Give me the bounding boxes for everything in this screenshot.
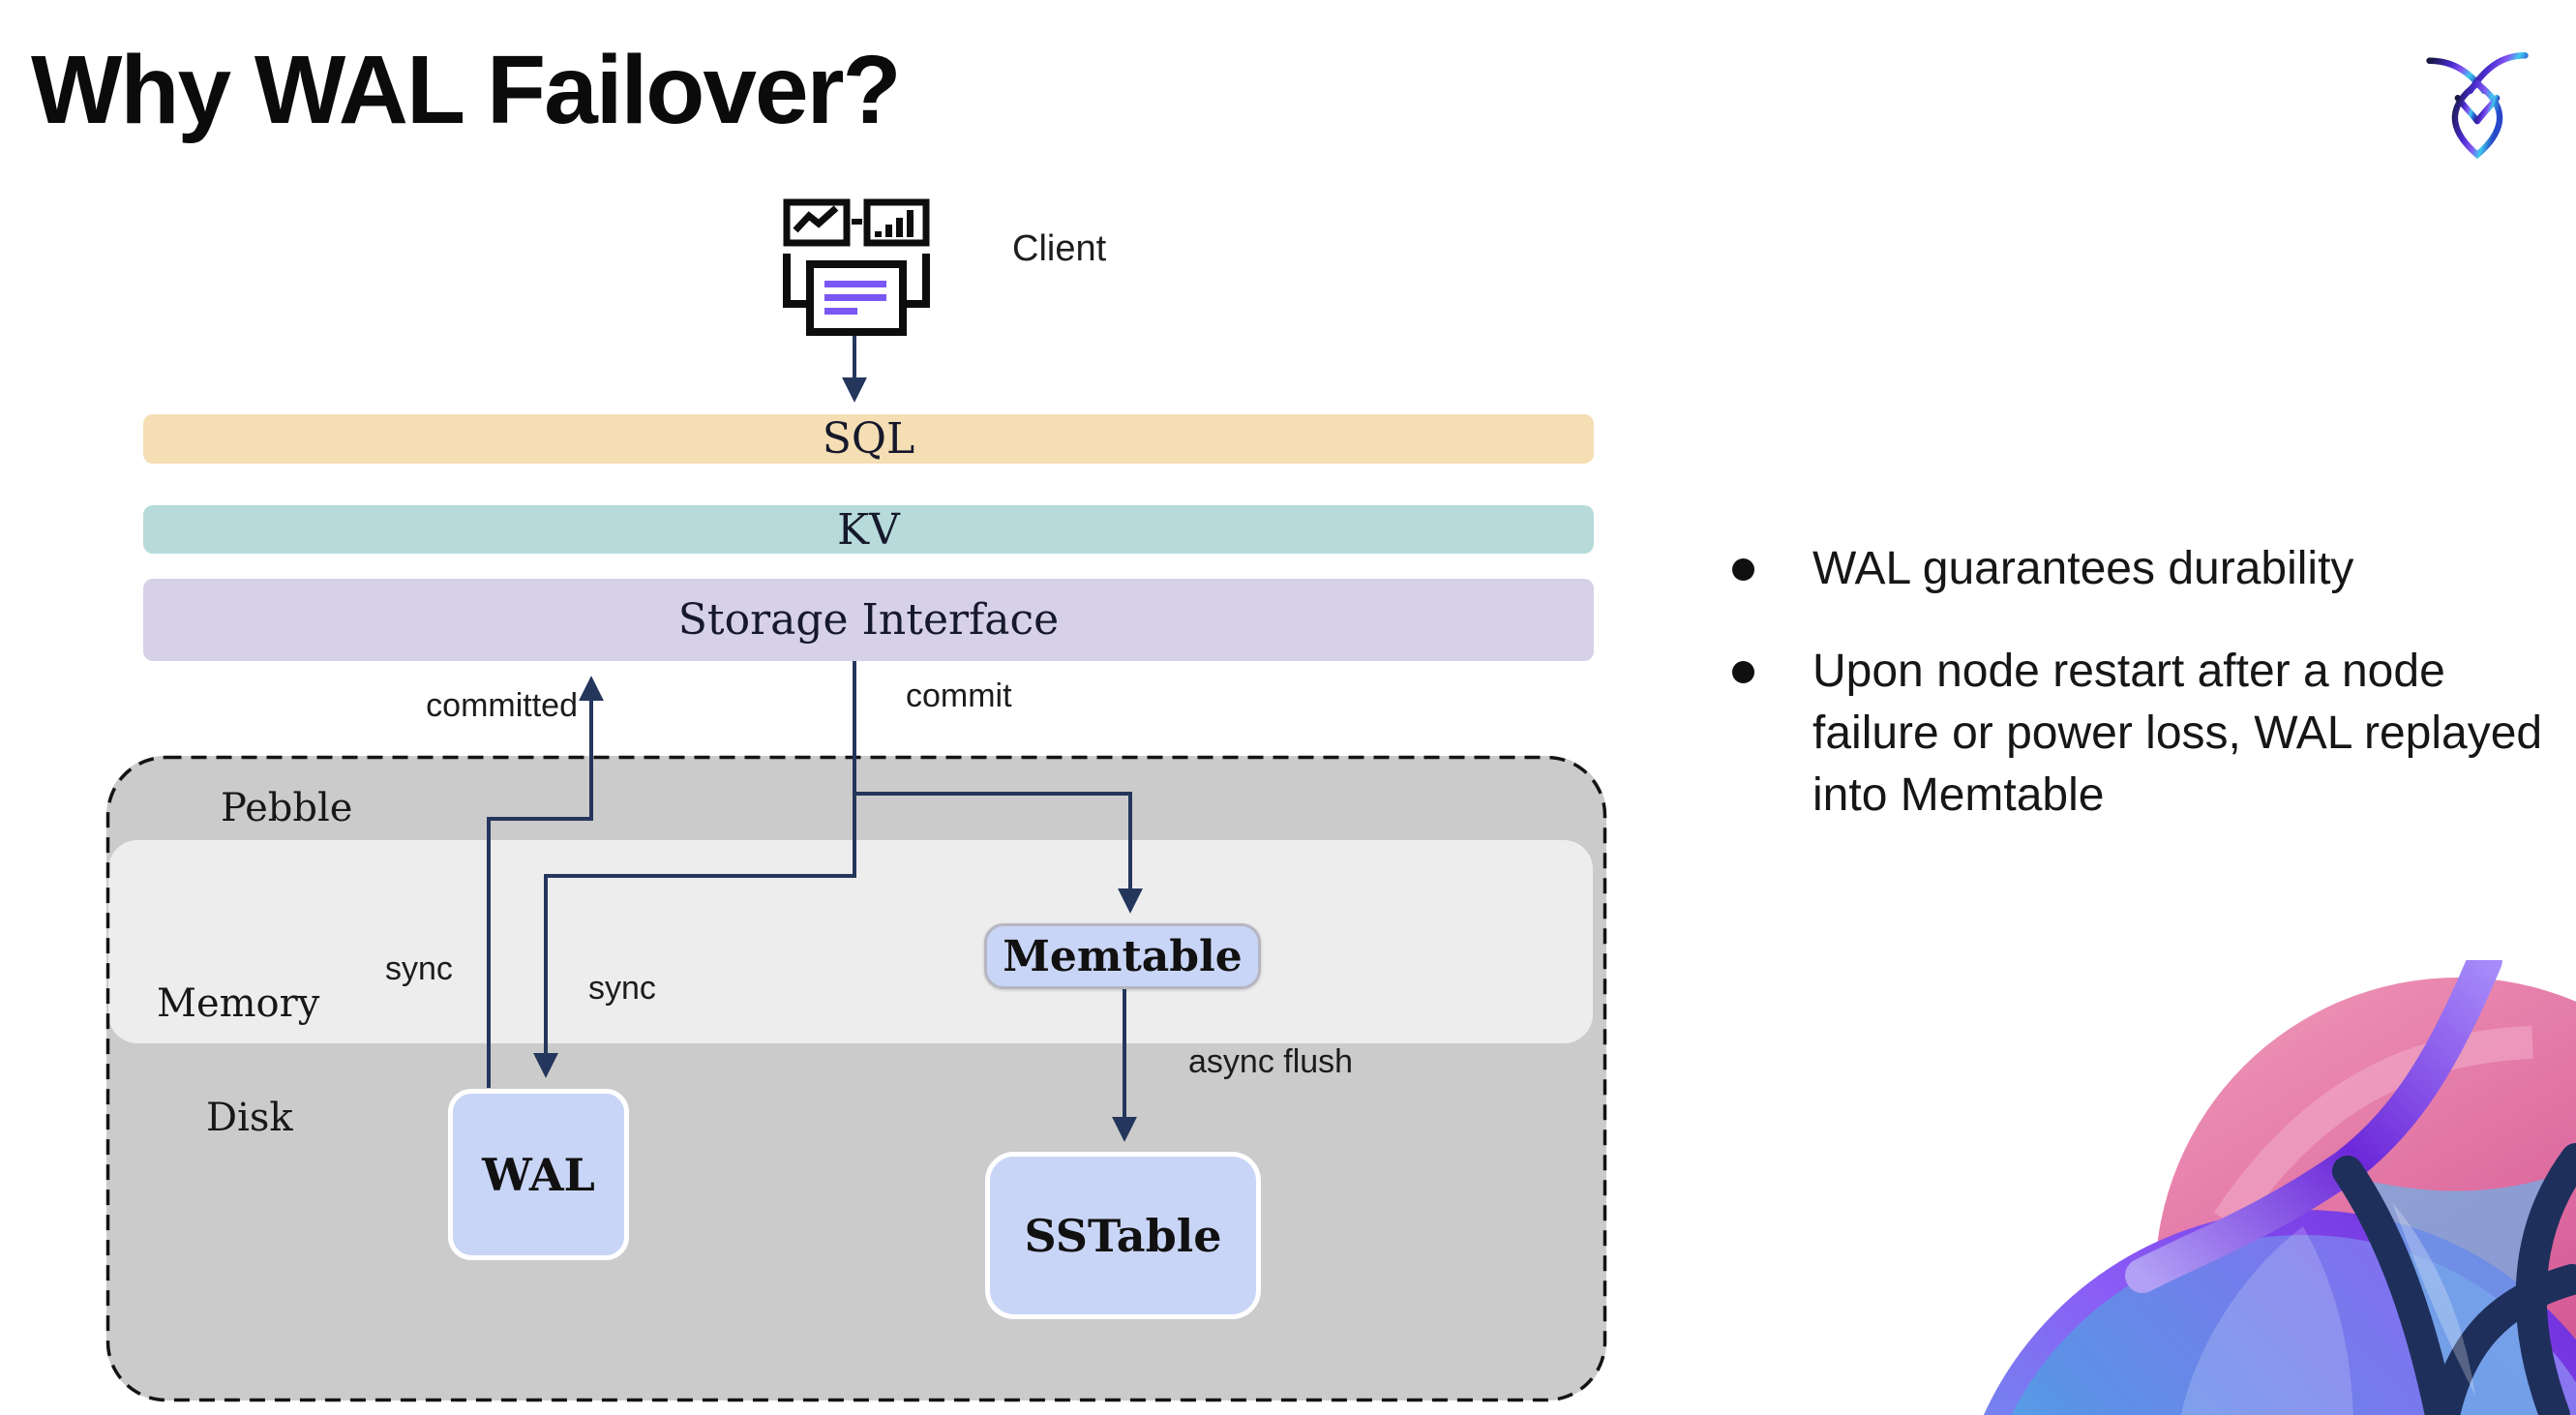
pebble-label: Pebble <box>221 786 353 830</box>
wal-label: WAL <box>482 1148 595 1201</box>
edge-label-commit: commit <box>906 677 1012 714</box>
client-label: Client <box>1012 228 1107 269</box>
bullet-dot <box>1732 558 1754 581</box>
bullet-list: WAL guarantees durability Upon node rest… <box>1732 538 2555 827</box>
memory-band <box>108 840 1593 1043</box>
edge-label-sync-memtable: sync <box>588 970 656 1007</box>
layer-bar-sql: SQL <box>143 414 1594 464</box>
bullet-text: Upon node restart after a node failure o… <box>1812 646 2543 821</box>
sstable-label: SSTable <box>1024 1209 1222 1262</box>
bullet-item: WAL guarantees durability <box>1732 538 2555 600</box>
document-icon <box>806 260 907 336</box>
client-icon <box>783 198 930 336</box>
bullet-item: Upon node restart after a node failure o… <box>1732 641 2555 827</box>
chart-line-icon <box>783 198 851 247</box>
edge-label-async-flush: async flush <box>1188 1043 1354 1080</box>
monitor-bracket-icon <box>783 254 930 308</box>
memtable-label: Memtable <box>1003 931 1243 981</box>
bullet-dot <box>1732 661 1754 683</box>
layer-label-sql: SQL <box>822 414 915 464</box>
disk-label: Disk <box>206 1096 293 1140</box>
layer-bar-storage: Storage Interface <box>143 579 1594 661</box>
sstable-box: SSTable <box>985 1152 1261 1319</box>
chart-bars-icon <box>863 198 930 247</box>
wal-box: WAL <box>448 1089 629 1260</box>
memtable-box: Memtable <box>984 923 1261 989</box>
edge-label-sync-wal: sync <box>385 950 453 987</box>
dash-connector <box>852 219 862 225</box>
edge-label-committed: committed <box>426 687 578 724</box>
layer-label-kv: KV <box>837 504 900 555</box>
cockroachdb-logo-icon <box>2426 52 2529 160</box>
bullet-text: WAL guarantees durability <box>1812 543 2354 594</box>
layer-label-storage: Storage Interface <box>677 595 1060 645</box>
layer-bar-kv: KV <box>143 504 1594 555</box>
page-title: Why WAL Failover? <box>31 36 902 144</box>
brand-corner-art-icon <box>1983 960 2576 1415</box>
memory-label: Memory <box>157 981 320 1026</box>
